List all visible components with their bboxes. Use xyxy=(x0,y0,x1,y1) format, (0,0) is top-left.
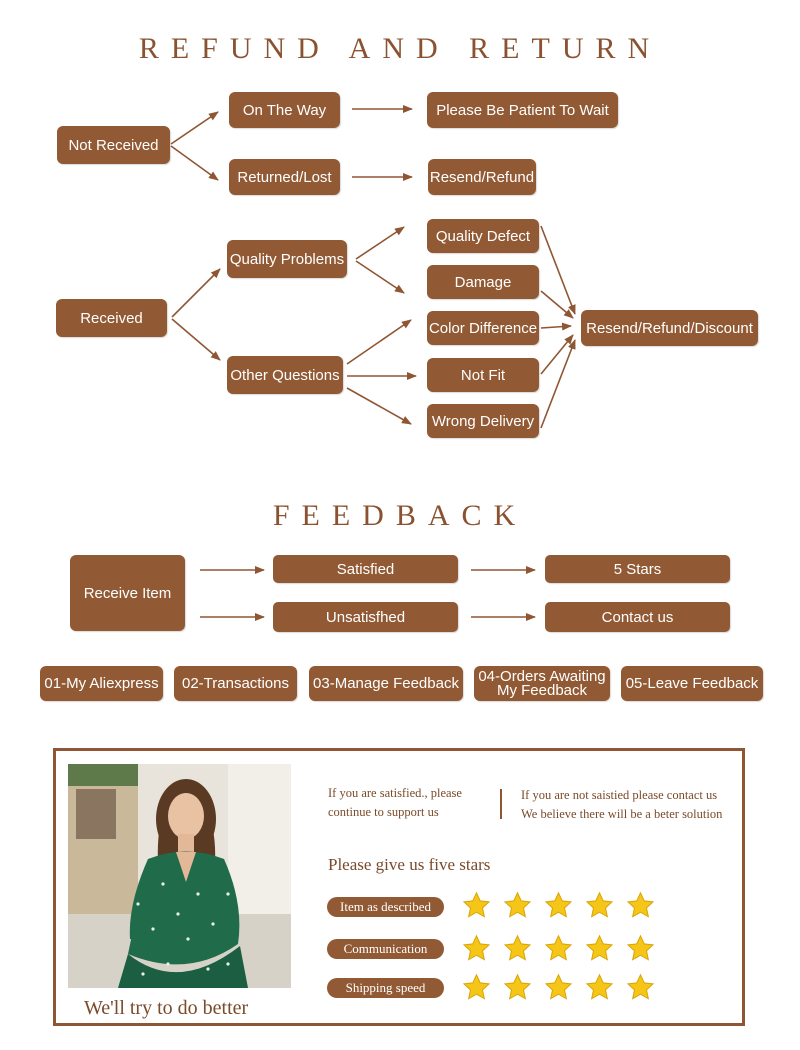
star-icon xyxy=(462,973,491,1000)
returned-lost-box: Returned/Lost xyxy=(229,159,340,195)
rating-stars-communication xyxy=(462,934,655,963)
feedback-title: FEEDBACK xyxy=(272,499,528,532)
received-box: Received xyxy=(56,299,167,337)
star-icon xyxy=(503,934,532,961)
star-icon xyxy=(585,973,614,1000)
step-orders-awaiting: 04-Orders Awaiting My Feedback xyxy=(474,666,610,701)
satisfied-note: If you are satisfied., please continue t… xyxy=(328,784,462,822)
refund-title: REFUND AND RETURN xyxy=(138,32,662,65)
quality-problems-box: Quality Problems xyxy=(227,240,347,278)
note-divider xyxy=(500,789,502,819)
rating-label-shipping: Shipping speed xyxy=(327,978,444,998)
rating-label-communication: Communication xyxy=(327,939,444,959)
star-icon xyxy=(462,934,491,961)
five-stars-heading: Please give us five stars xyxy=(328,855,491,874)
step-manage-feedback: 03-Manage Feedback xyxy=(309,666,463,701)
receive-item-box: Receive Item xyxy=(70,555,185,631)
step-my-aliexpress: 01-My Aliexpress xyxy=(40,666,163,701)
star-icon xyxy=(626,891,655,918)
not-received-box: Not Received xyxy=(57,126,170,164)
wrong-delivery-box: Wrong Delivery xyxy=(427,404,539,438)
contact-us-box: Contact us xyxy=(545,602,730,632)
star-icon xyxy=(544,891,573,918)
five-star-card: If you are satisfied., please continue t… xyxy=(53,748,745,1026)
unsatisfied-note-line: If you are not saistied please contact u… xyxy=(521,788,718,802)
star-icon xyxy=(503,891,532,918)
satisfied-box: Satisfied xyxy=(273,555,458,583)
five-stars-box: 5 Stars xyxy=(545,555,730,583)
star-icon xyxy=(503,973,532,1000)
step-label-line2: My Feedback xyxy=(496,681,588,699)
satisfied-note-line: continue to support us xyxy=(328,805,439,819)
rating-stars-shipping xyxy=(462,973,655,1002)
unsatisfied-box: Unsatisfhed xyxy=(273,602,458,632)
star-icon xyxy=(544,973,573,1000)
star-icon xyxy=(626,934,655,961)
rating-stars-item xyxy=(462,891,655,920)
step-leave-feedback: 05-Leave Feedback xyxy=(621,666,763,701)
on-the-way-box: On The Way xyxy=(229,92,340,128)
step-label: 03-Manage Feedback xyxy=(313,675,459,692)
model-photo-illustration xyxy=(68,764,291,988)
step-label: 02-Transactions xyxy=(182,675,289,692)
step-label: 05-Leave Feedback xyxy=(625,675,759,692)
step-label: 01-My Aliexpress xyxy=(44,675,159,692)
star-icon xyxy=(585,891,614,918)
color-difference-box: Color Difference xyxy=(427,311,539,345)
resend-refund-discount-box: Resend/Refund/Discount xyxy=(581,310,758,346)
step-label: 04-Orders Awaiting xyxy=(478,667,606,685)
resend-refund-box: Resend/Refund xyxy=(428,159,536,195)
not-fit-box: Not Fit xyxy=(427,358,539,392)
star-icon xyxy=(544,934,573,961)
star-icon xyxy=(626,973,655,1000)
unsatisfied-note-line: We believe there will be a beter solutio… xyxy=(521,807,723,821)
model-photo xyxy=(68,764,291,988)
be-patient-box: Please Be Patient To Wait xyxy=(427,92,618,128)
star-icon xyxy=(462,891,491,918)
step-transactions: 02-Transactions xyxy=(174,666,297,701)
satisfied-note-line: If you are satisfied., please xyxy=(328,786,462,800)
other-questions-box: Other Questions xyxy=(227,356,343,394)
card-footer: We'll try to do better xyxy=(84,997,249,1019)
quality-defect-box: Quality Defect xyxy=(427,219,539,253)
damage-box: Damage xyxy=(427,265,539,299)
unsatisfied-note: If you are not saistied please contact u… xyxy=(521,786,722,824)
star-icon xyxy=(585,934,614,961)
rating-label-item: Item as described xyxy=(327,897,444,917)
